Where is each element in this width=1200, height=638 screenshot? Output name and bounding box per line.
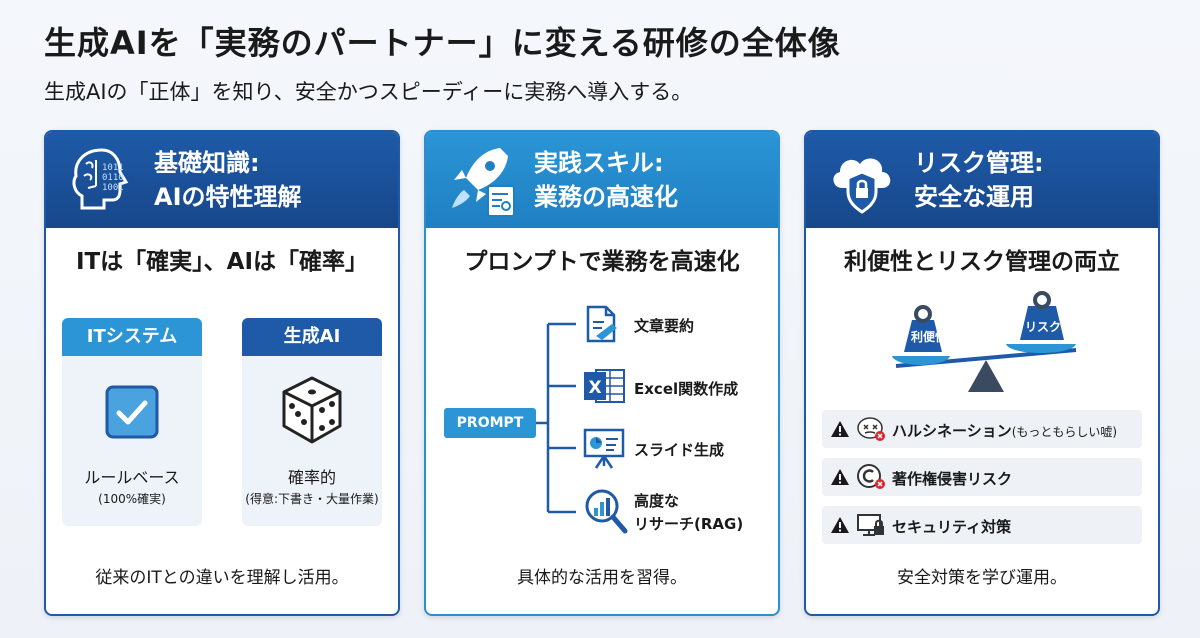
warning-icon [831,517,849,533]
prompt-item-label: リサーチ(RAG) [634,515,744,533]
page-subtitle: 生成AIの「正体」を知り、安全かつスピーディーに実務へ導入する。 [44,80,693,104]
prompt-item-label: 文章要約 [634,317,695,335]
risk-label: 著作権侵害リスク [892,470,1013,488]
svg-text:X: X [588,378,601,398]
page-title: 生成AIを「実務のパートナー」に変える研修の全体像 [44,24,841,62]
compare-main: ルールベース [84,468,180,487]
copyright-icon [857,464,885,489]
card-risk: リスク管理: 安全な運用 利便性とリスク管理の両立 利便性 リスク ハルシネーシ… [804,130,1160,616]
card-title-line1: 基礎知識: [154,149,260,177]
card-header: リスク管理: 安全な運用 [806,132,1158,228]
risk-label: セキュリティ対策 [892,518,1012,536]
balance-scale-icon [892,291,1077,392]
prompt-item-label: Excel関数作成 [634,380,739,398]
card-title-line1: リスク管理: [914,149,1044,177]
confused-face-icon [857,417,885,441]
excel-icon: X [584,369,625,403]
compare-head: ITシステム [62,318,202,356]
risk-row: ハルシネーション(もっともらしい嘘) [822,410,1142,448]
monitor-lock-icon [857,514,884,536]
compare-it-system: ITシステム ルールベース (100%確実) [62,318,202,526]
prompt-item-label: スライド生成 [634,441,725,459]
checkbox-icon [105,385,159,439]
warning-icon [831,421,849,437]
card-header: 実践スキル: 業務の高速化 [426,132,778,228]
risk-row: セキュリティ対策 [822,506,1142,544]
compare-head: 生成AI [242,318,382,356]
prompt-connector-lines [536,322,576,514]
card-footer: 安全対策を学び運用。 [897,568,1067,588]
magnifier-chart-icon [585,489,628,534]
compare-gen-ai: 生成AI 確率的 (得意:下書き・大量作業) [242,318,382,526]
card-title-line2: AIの特性理解 [154,183,302,211]
card-practical: 実践スキル: 業務の高速化 プロンプトで業務を高速化 PROMPT 文章要約 X… [424,130,780,616]
brain-icon: 1011 0110 1001 [72,148,129,210]
compare-note: (得意:下書き・大量作業) [245,492,379,506]
cloud-shield-icon [833,158,891,214]
card-footer: 具体的な活用を習得。 [517,568,687,588]
svg-text:0110: 0110 [102,173,124,183]
card-title-line1: 実践スキル: [534,149,664,177]
scale-right-label: リスク [1024,320,1061,334]
document-pen-icon [586,305,617,343]
card-header: 1011 0110 1001 基礎知識: AIの特性理解 [46,132,398,228]
risk-row: 著作権侵害リスク [822,458,1142,496]
prompt-item-label: 高度な [634,492,680,510]
svg-text:1001: 1001 [102,183,124,193]
presentation-icon [583,428,625,469]
warning-icon [831,469,849,485]
card-subheading: プロンプトで業務を高速化 [464,249,740,275]
prompt-badge: PROMPT [444,408,536,438]
risk-label: ハルシネーション [892,422,1012,440]
compare-note: (100%確実) [98,492,166,506]
card-subheading: ITは「確実」、AIは「確率」 [75,249,369,275]
card-subheading: 利便性とリスク管理の両立 [844,249,1120,275]
risk-label-note: (もっともらしい嘘) [1011,425,1118,439]
scale-left-label: 利便性 [910,330,947,344]
svg-text:1011: 1011 [102,163,124,173]
dice-icon [282,376,342,444]
compare-main: 確率的 [287,468,336,487]
card-footer: 従来のITとの違いを理解し活用。 [95,568,349,588]
rocket-icon [452,148,515,217]
card-foundation: 1011 0110 1001 基礎知識: AIの特性理解 ITは「確実」、AIは… [44,130,400,616]
card-title-line2: 業務の高速化 [534,183,678,211]
card-title-line2: 安全な運用 [914,183,1034,211]
